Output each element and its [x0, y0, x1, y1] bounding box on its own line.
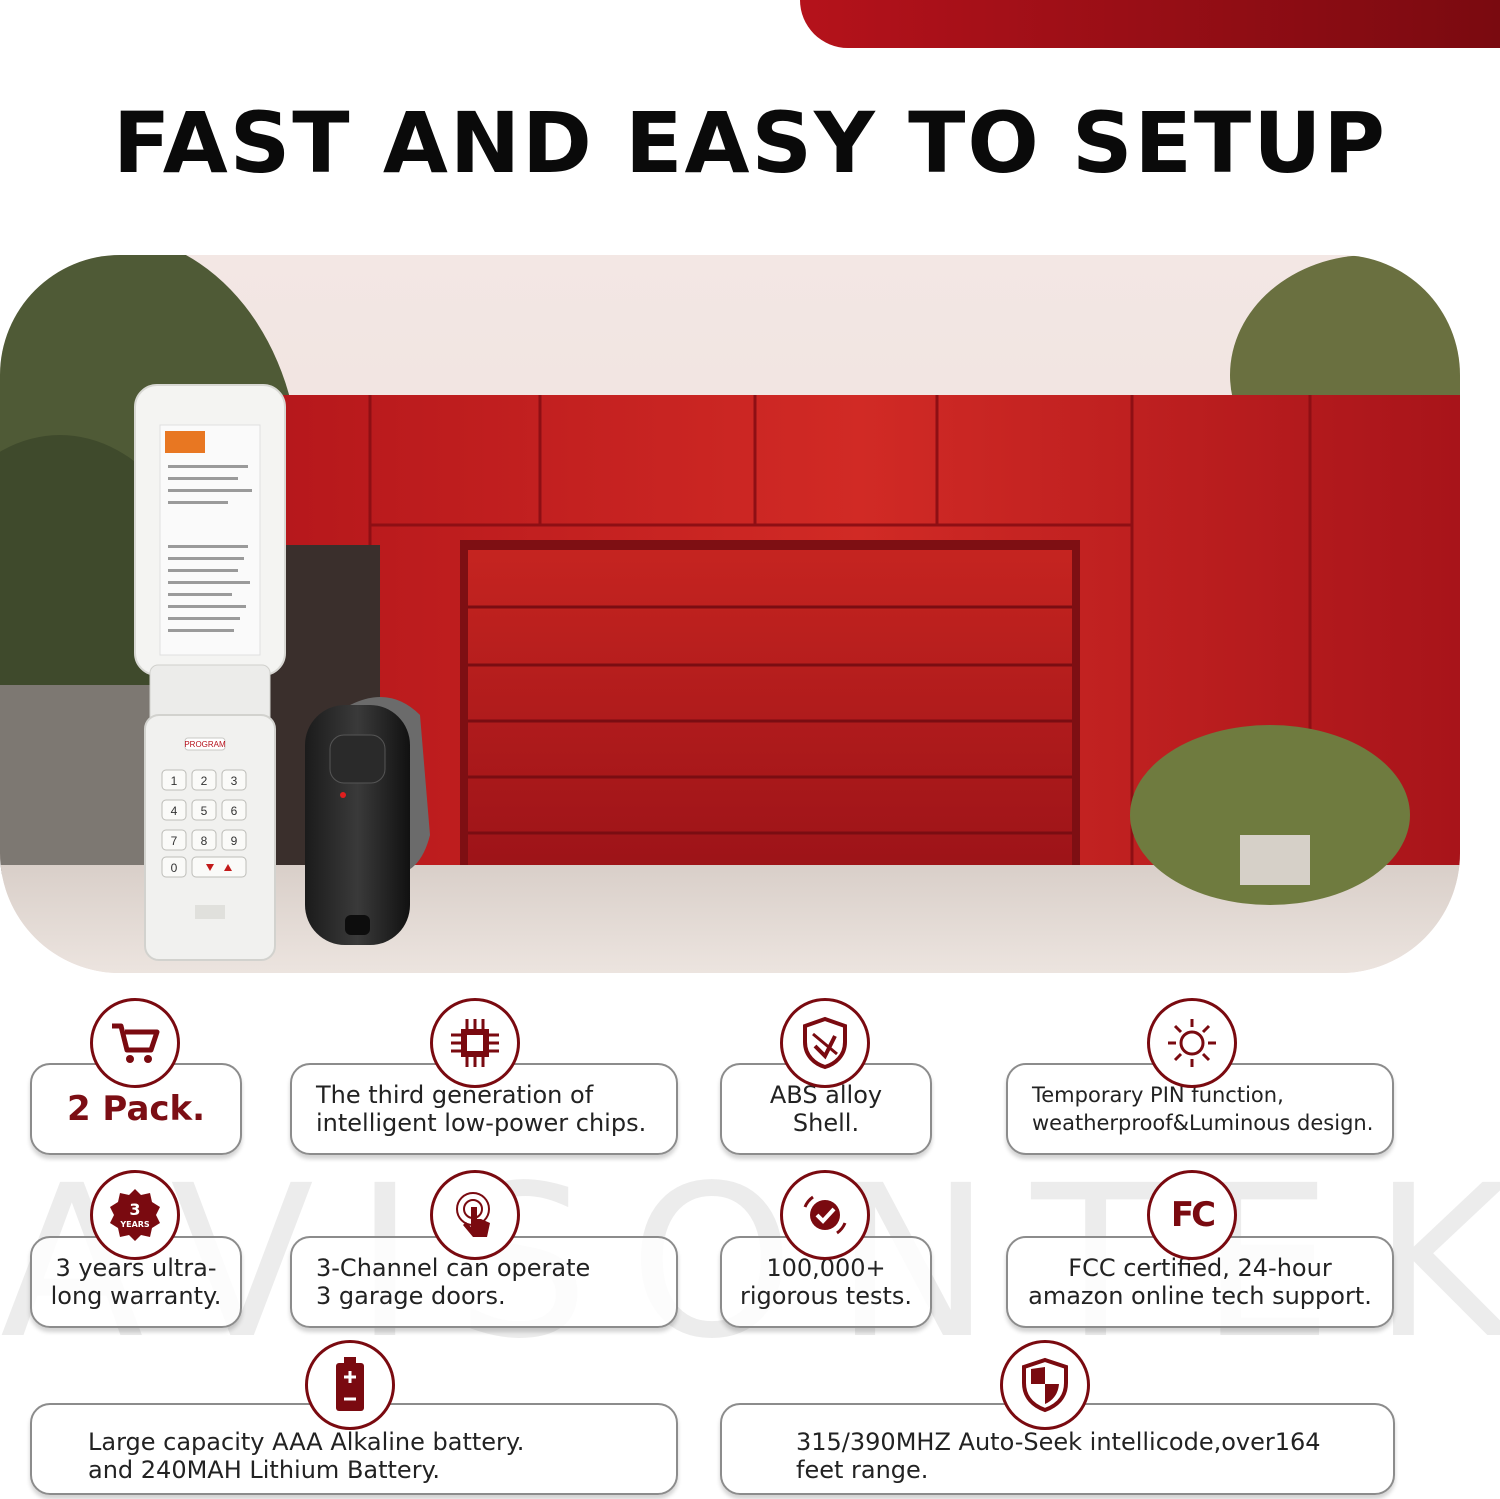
- svg-text:5: 5: [201, 804, 208, 818]
- feature-text: 2 Pack.: [66, 1089, 206, 1129]
- fcc-icon: FC: [1147, 1170, 1237, 1260]
- garage-scene-image: PROGRAM 1 2 3 4 5 6 7 8 9 0: [0, 255, 1460, 973]
- feature-text: Large capacity AAA Alkaline battery. and…: [88, 1428, 525, 1484]
- feature-text: 100,000+ rigorous tests.: [739, 1254, 913, 1310]
- warranty-icon: 3 YEARS: [90, 1170, 180, 1260]
- feature-box-chip: The third generation of intelligent low-…: [290, 1063, 678, 1155]
- feature-text: 315/390MHZ Auto-Seek intellicode,over164…: [796, 1428, 1321, 1484]
- feature-text: FCC certified, 24-hour amazon online tec…: [1028, 1254, 1372, 1310]
- shield-icon: [780, 998, 870, 1088]
- feature-text: 3-Channel can operate 3 garage doors.: [316, 1254, 591, 1310]
- feature-text: 3 years ultra- long warranty.: [50, 1254, 222, 1310]
- svg-text:9: 9: [231, 834, 238, 848]
- svg-text:6: 6: [231, 804, 238, 818]
- svg-text:1: 1: [171, 774, 178, 788]
- feature-text: The third generation of intelligent low-…: [316, 1081, 647, 1137]
- fcc-mark: FC: [1170, 1195, 1216, 1235]
- svg-text:7: 7: [171, 834, 178, 848]
- touch-icon: [430, 1170, 520, 1260]
- svg-text:8: 8: [201, 834, 208, 848]
- svg-text:4: 4: [171, 804, 178, 818]
- top-banner: [800, 0, 1500, 48]
- feature-box-fcc: FCC certified, 24-hour amazon online tec…: [1006, 1236, 1394, 1328]
- security-shield-icon: [1000, 1340, 1090, 1430]
- svg-text:YEARS: YEARS: [119, 1220, 150, 1229]
- page-title: FAST AND EASY TO SETUP: [113, 94, 1387, 192]
- cart-icon: [90, 998, 180, 1088]
- chip-icon: [430, 998, 520, 1088]
- svg-text:3: 3: [129, 1200, 140, 1219]
- svg-text:2: 2: [201, 774, 208, 788]
- feature-box-shell: ABS alloy Shell.: [720, 1063, 932, 1155]
- feature-box-pack: 2 Pack.: [30, 1063, 242, 1155]
- svg-text:0: 0: [171, 861, 178, 875]
- feature-text: ABS alloy Shell.: [769, 1081, 883, 1137]
- check-icon: [780, 1170, 870, 1260]
- svg-text:PROGRAM: PROGRAM: [184, 740, 226, 749]
- battery-icon: [305, 1340, 395, 1430]
- svg-text:3: 3: [231, 774, 238, 788]
- feature-text: Temporary PIN function, weatherproof&Lum…: [1032, 1083, 1374, 1135]
- sun-icon: [1147, 998, 1237, 1088]
